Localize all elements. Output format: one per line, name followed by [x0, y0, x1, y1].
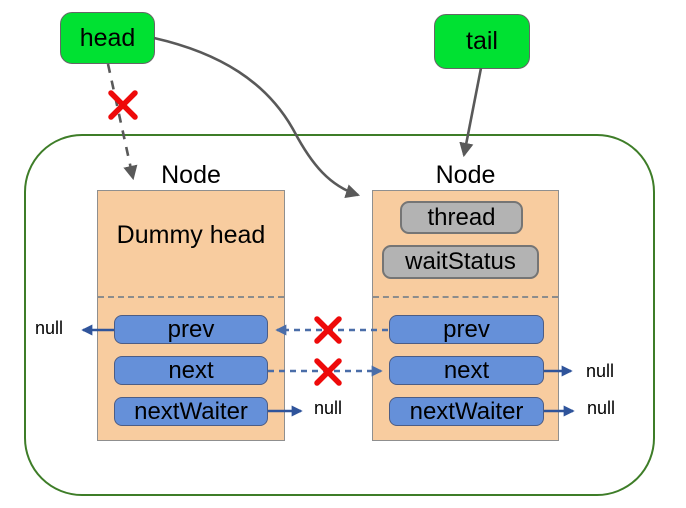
field-separator [98, 296, 284, 298]
right-node-title: Node [435, 161, 496, 189]
null-label-left-next-waiter: null [314, 398, 343, 418]
head-pointer-box: head [60, 12, 155, 64]
null-label-right-next: null [586, 361, 615, 381]
thread-field: thread [400, 201, 523, 234]
tail-pointer-box: tail [434, 14, 530, 69]
right-next-waiter-row: nextWaiter [389, 397, 544, 426]
field-separator [373, 296, 558, 298]
left-next-waiter-row: nextWaiter [114, 397, 268, 426]
null-label-right-next-waiter: null [587, 398, 616, 418]
left-next-row: next [114, 356, 268, 385]
left-node: Dummy head prev next nextWaiter [97, 190, 285, 441]
tail-pointer-label: tail [466, 27, 498, 55]
left-node-title: Node [161, 161, 221, 189]
red-x-icon [108, 90, 138, 120]
right-prev-row: prev [389, 315, 544, 344]
null-label-left-prev: null [35, 318, 64, 338]
wait-status-field: waitStatus [382, 245, 539, 279]
right-node: thread waitStatus prev next nextWaiter [372, 190, 559, 441]
left-prev-row: prev [114, 315, 268, 344]
dummy-head-label: Dummy head [116, 221, 266, 249]
head-pointer-label: head [79, 23, 136, 52]
right-next-row: next [389, 356, 544, 385]
